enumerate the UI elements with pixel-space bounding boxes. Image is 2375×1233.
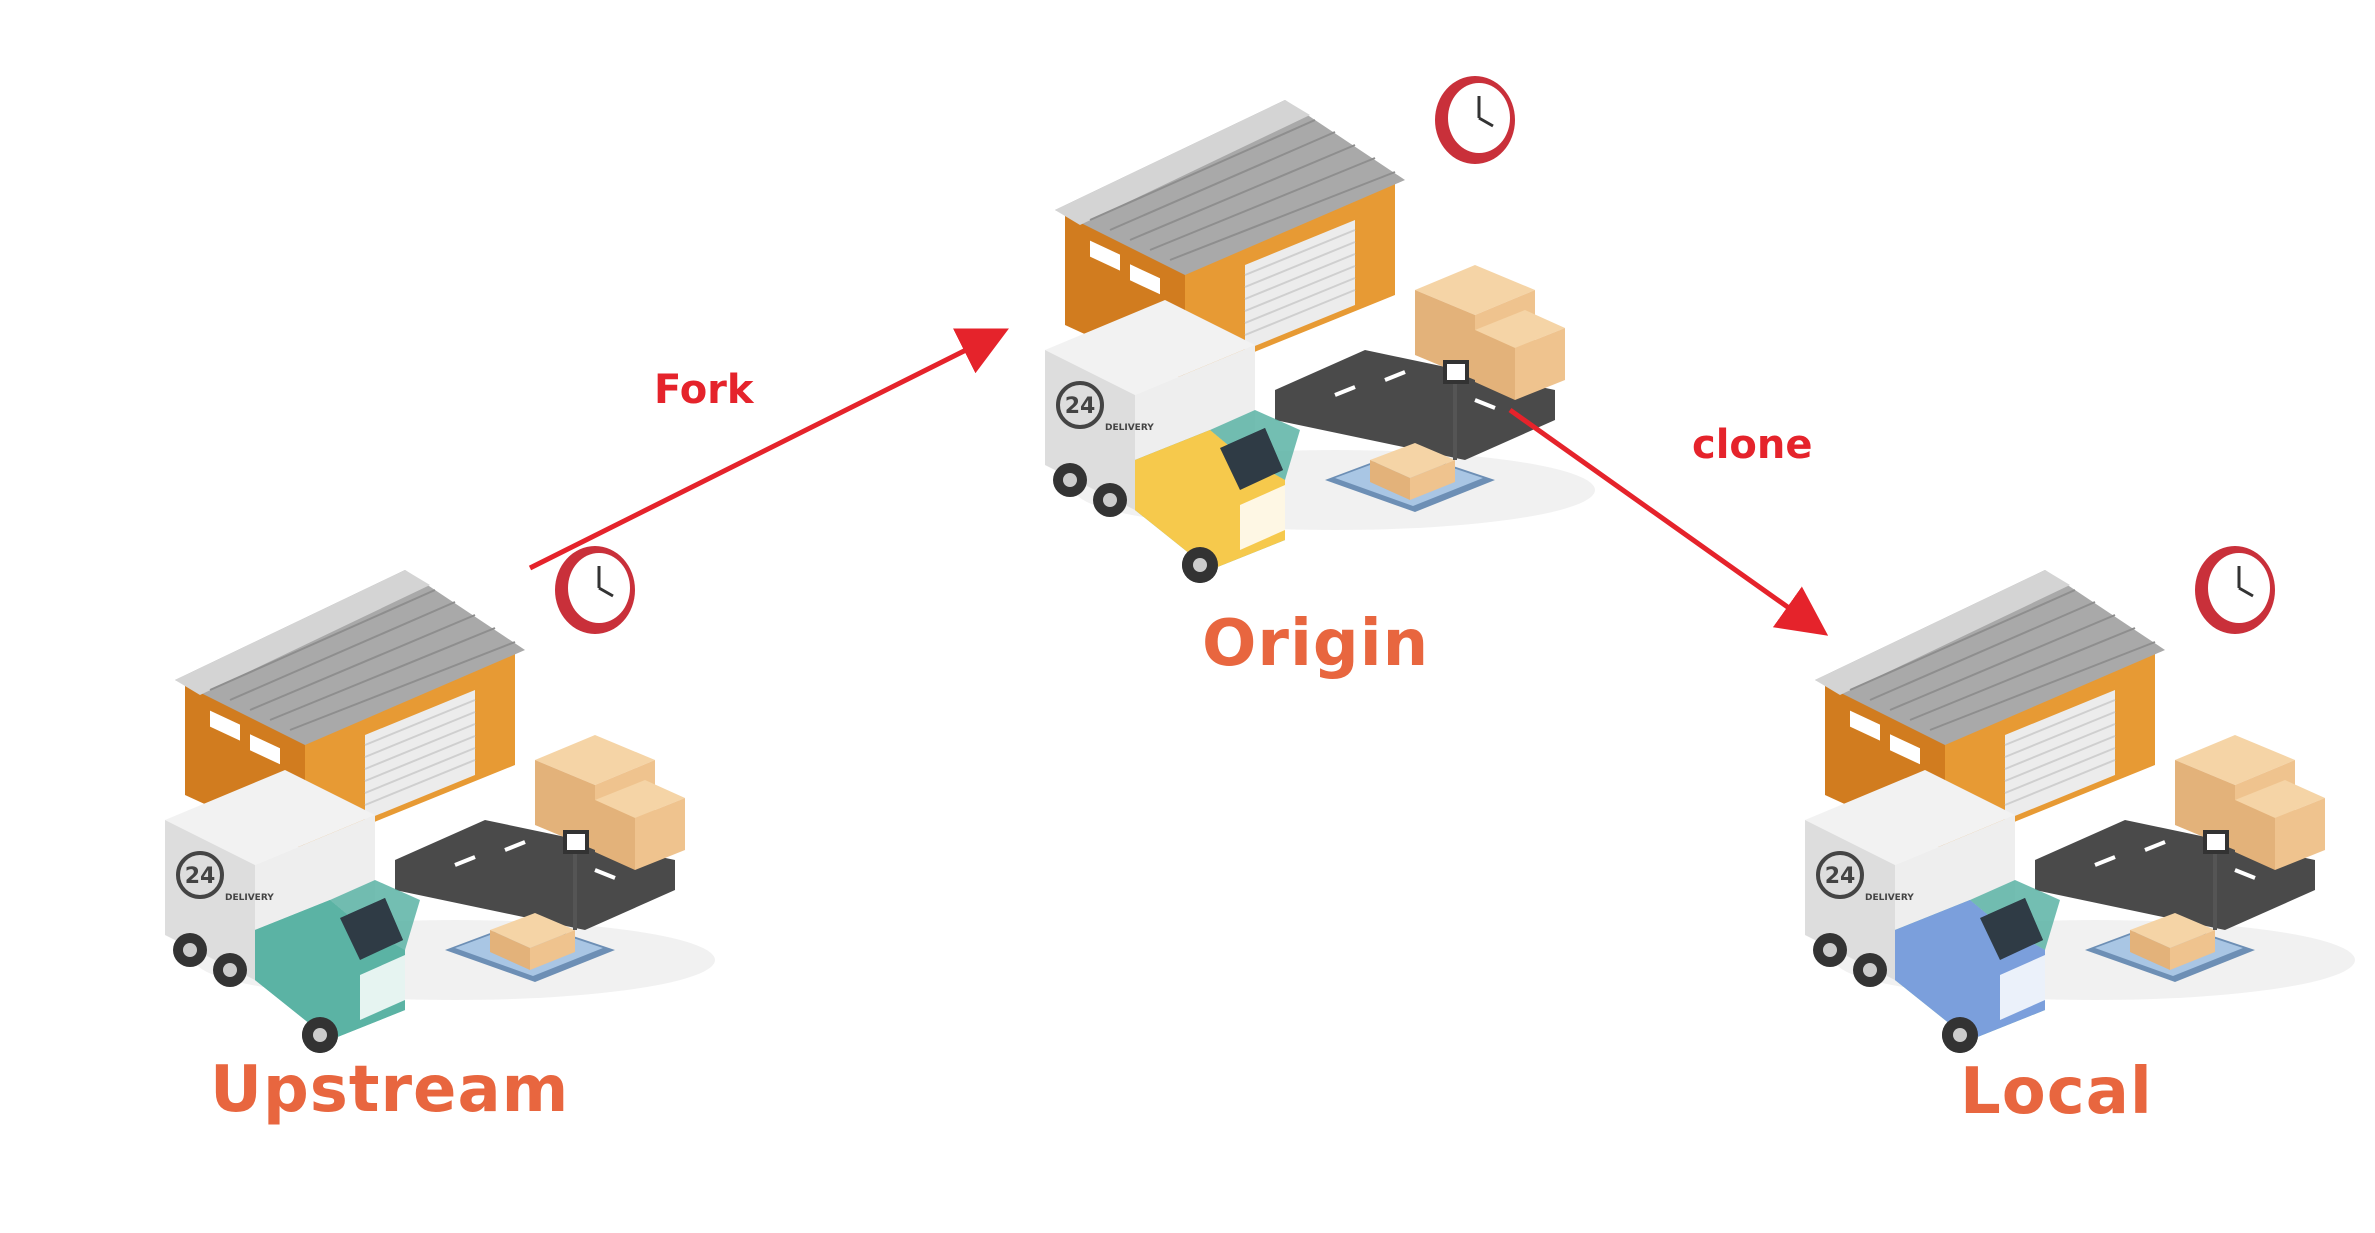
fork-label: Fork xyxy=(654,367,754,413)
local-label: Local xyxy=(1960,1055,2153,1129)
upstream-label: Upstream xyxy=(210,1053,570,1127)
clone-arrow xyxy=(1508,407,1829,636)
upstream-warehouse-illustration xyxy=(163,544,717,1055)
origin-warehouse-illustration xyxy=(1043,74,1597,585)
clone-label: clone xyxy=(1692,422,1813,468)
origin-label: Origin xyxy=(1202,607,1430,681)
local-warehouse-illustration xyxy=(1803,544,2357,1055)
fork-arrow xyxy=(528,328,1009,571)
